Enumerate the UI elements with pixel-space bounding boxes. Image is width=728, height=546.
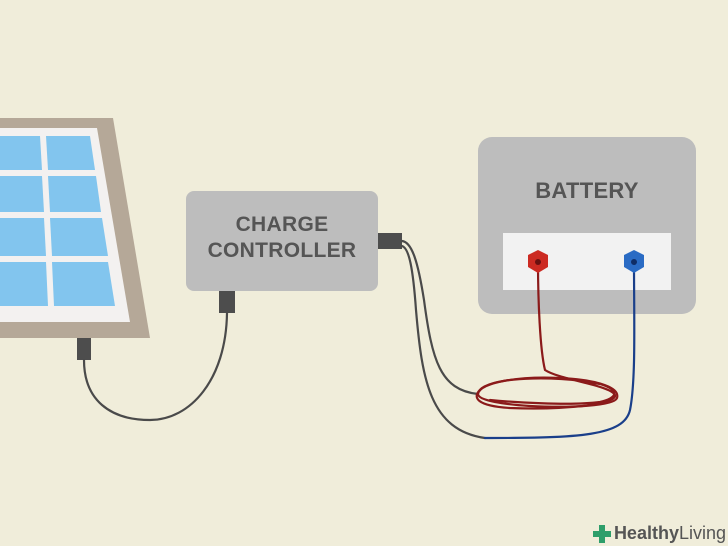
positive-terminal: [528, 250, 548, 273]
charge-controller-label-line2: CONTROLLER: [207, 239, 357, 262]
wires: [82, 239, 636, 440]
negative-wire: [483, 260, 636, 440]
controller-output-connector: [378, 233, 402, 249]
negative-terminal: [624, 250, 644, 273]
controller-output-wire-1: [400, 239, 480, 396]
solar-cells: [0, 136, 115, 306]
positive-wire: [475, 260, 617, 410]
charge-controller-label-line1: CHARGE: [235, 213, 329, 236]
panel-connector: [77, 338, 91, 360]
solar-panel: [0, 118, 150, 360]
panel-to-controller-wire: [82, 311, 229, 422]
watermark: Healthy Living: [592, 523, 726, 544]
watermark-regular: Living: [678, 523, 726, 543]
controller-output-wire-2: [400, 244, 487, 440]
watermark-bold: Healthy: [613, 523, 679, 543]
charge-controller: [186, 191, 402, 313]
charge-controller-label: CHARGE CONTROLLER: [186, 212, 378, 264]
positive-wire-loop: [476, 376, 619, 408]
plus-cross-icon: [592, 524, 611, 543]
battery-label: BATTERY: [535, 178, 639, 203]
battery: [478, 137, 696, 314]
controller-input-connector: [219, 291, 235, 313]
